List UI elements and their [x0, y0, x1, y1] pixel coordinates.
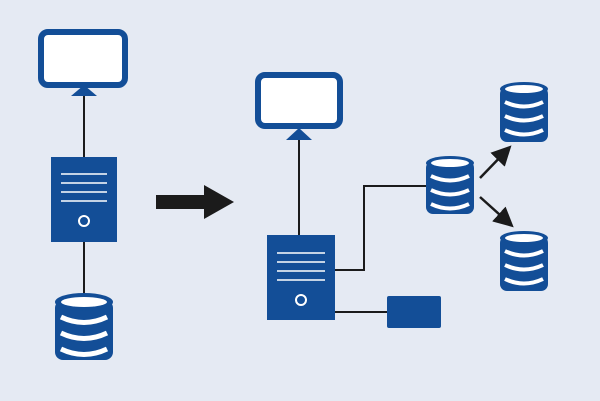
server-tower-icon — [51, 157, 117, 242]
database-replica-top-icon — [500, 82, 548, 142]
database-cylinder-icon — [55, 293, 113, 360]
database-primary-icon — [426, 156, 474, 214]
arrow-right-icon — [156, 185, 234, 219]
connector-primary-replica-top — [479, 145, 512, 179]
monitor-icon — [255, 72, 343, 140]
server-tower-icon — [267, 235, 335, 320]
before-architecture — [38, 29, 128, 360]
connector-server-database-primary — [335, 185, 426, 271]
connector-primary-replica-bottom — [479, 196, 514, 228]
database-replica-bottom-icon — [500, 231, 548, 291]
after-architecture — [255, 72, 548, 328]
storage-device-icon — [387, 296, 441, 328]
monitor-icon — [38, 29, 128, 96]
